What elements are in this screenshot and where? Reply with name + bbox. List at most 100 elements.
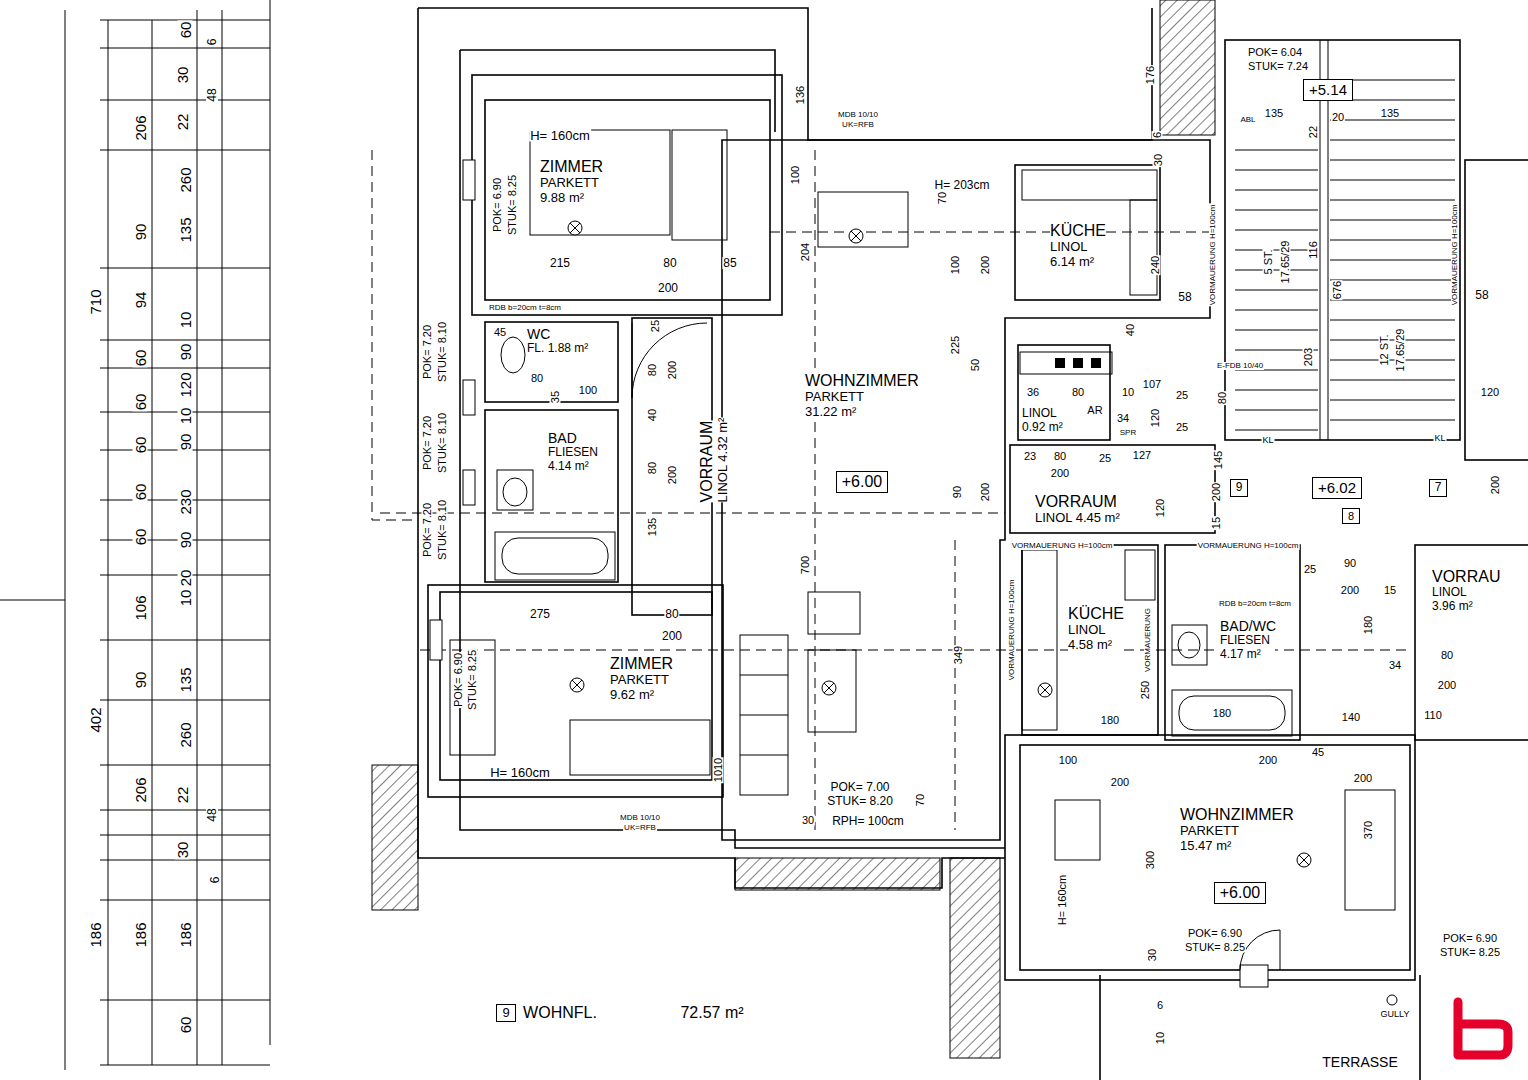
- dimension-lines: [108, 20, 109, 1065]
- plan-label: 135: [647, 517, 658, 537]
- plan-label: 80: [662, 257, 677, 269]
- text-group: ZIMMERPARKETT 9.88 m²: [540, 158, 612, 206]
- room-area: KÜCHELINOL 6.14 m²: [1015, 165, 1160, 300]
- plan-label: 203: [1303, 347, 1314, 367]
- plan-label: 50: [970, 358, 981, 372]
- plan-label: 140: [1341, 712, 1361, 723]
- plan-label: 200: [1490, 475, 1501, 495]
- plan-label: 30: [175, 841, 190, 860]
- plan-label: 300: [1145, 850, 1156, 870]
- plan-label: 25: [1175, 390, 1189, 401]
- furniture: [1125, 550, 1155, 600]
- text-group: WOHNZIMMERPARKETT 31.22 m²: [805, 372, 919, 420]
- plan-label: 135: [1264, 108, 1284, 119]
- plan-label: 186: [178, 921, 193, 948]
- ceiling-lamp: [570, 678, 584, 692]
- furniture: [503, 478, 527, 506]
- plan-label: 10: [178, 589, 193, 608]
- wall: [1100, 975, 1420, 1080]
- plan-label: 402: [88, 706, 103, 733]
- level-box: 9: [496, 1004, 515, 1023]
- plan-label: 676: [1332, 280, 1343, 300]
- roof-slope-line: [380, 513, 1005, 514]
- plan-label: 80: [647, 363, 658, 377]
- stair: [1330, 80, 1455, 420]
- plan-label: 180: [1363, 615, 1374, 635]
- floor-area: LINOL 4.45 m²: [1035, 511, 1120, 526]
- room-name: VORRAU: [1432, 568, 1500, 586]
- plan-label: 72.57 m²: [679, 1005, 744, 1021]
- wall: [1465, 160, 1528, 460]
- ceiling-lamp: [1038, 683, 1052, 697]
- plan-label: 25: [650, 319, 661, 333]
- plan-label: POK= 6.90: [453, 652, 464, 708]
- plan-label: 90: [178, 343, 193, 362]
- plan-label: 710: [88, 288, 103, 315]
- plan-label: 80: [530, 373, 544, 384]
- plan-label: VORMAUERUNG H=100cm: [1209, 204, 1217, 307]
- stove-burner: [1091, 358, 1101, 368]
- wall: [1020, 745, 1410, 970]
- plan-label: 36: [1026, 387, 1040, 398]
- plan-label: 60: [178, 1016, 193, 1035]
- plan-label: 90: [133, 223, 148, 242]
- plan-label: 260: [178, 166, 193, 193]
- furniture: [672, 130, 727, 240]
- plan-label: 370: [1363, 820, 1374, 840]
- text-group: ZIMMERPARKETT 9.62 m²: [610, 655, 682, 703]
- text-group: VORRAUMLINOL 4.45 m²: [1035, 493, 1120, 526]
- plan-label: 25: [1303, 564, 1317, 575]
- plan-label: 200: [1437, 680, 1457, 691]
- logo: [1458, 1002, 1508, 1055]
- plan-label: 17.65/29: [1395, 328, 1406, 373]
- level-mark: 9: [502, 1006, 509, 1021]
- plan-label: 200: [667, 465, 678, 485]
- plan-label: 200: [980, 482, 991, 502]
- plan-label: 30: [801, 815, 815, 826]
- room-name: WOHNZIMMER: [805, 372, 919, 390]
- plan-label: 70: [937, 191, 948, 205]
- plan-label: 22: [175, 113, 190, 132]
- room-name: ZIMMER: [610, 655, 673, 673]
- plan-label: POK= 7.20: [422, 324, 433, 380]
- plan-label: 6: [1152, 131, 1163, 139]
- level-box: 9: [1230, 479, 1249, 497]
- text-group: WCFL. 1.88 m²: [527, 326, 588, 356]
- floor-area: FLIESEN 4.14 m²: [548, 446, 603, 474]
- wall: [1005, 735, 1415, 980]
- room-name: KÜCHE: [1068, 605, 1124, 623]
- plan-label: 260: [178, 721, 193, 748]
- plan-label: 186: [88, 921, 103, 948]
- furniture: [1022, 550, 1057, 730]
- ceiling-lamp: [572, 680, 582, 690]
- ceiling-lamp: [1297, 853, 1311, 867]
- plan-label: 135: [178, 216, 193, 243]
- plan-label: 60: [133, 483, 148, 502]
- plan-label: 200: [980, 255, 991, 275]
- level-mark: +6.02: [1318, 479, 1356, 496]
- dimension-lines: [0, 600, 65, 601]
- dimension-lines: [270, 0, 271, 1045]
- plan-label: 200: [1211, 482, 1222, 502]
- plan-label: STUK= 7.24: [1247, 61, 1309, 72]
- window: [463, 160, 475, 200]
- plan-label: 120: [178, 371, 193, 398]
- room-name: VORRAUM: [698, 421, 716, 503]
- plan-label: 5 ST.: [1263, 248, 1274, 275]
- plan-label: 80: [664, 608, 679, 620]
- furniture: [1179, 696, 1285, 730]
- dimension-lines: [65, 10, 66, 1070]
- plan-label: POK= 6.90: [492, 177, 503, 233]
- roof-slope-line: [770, 232, 1210, 233]
- floor-area: FL. 1.88 m²: [527, 342, 588, 356]
- stove-burner: [1055, 358, 1101, 368]
- plan-label: RDB b=20cm t=8cm: [488, 304, 562, 312]
- plan-label: VORMAUERUNG H=100cm: [1197, 542, 1300, 550]
- logo: [1458, 1002, 1508, 1055]
- plan-label: 70: [915, 793, 926, 807]
- room-name: KÜCHE: [1050, 222, 1106, 240]
- plan-label: E-FDB 10/40: [1216, 362, 1264, 370]
- plan-label: 100: [790, 165, 801, 185]
- plan-label: MDB 10/10: [619, 814, 661, 822]
